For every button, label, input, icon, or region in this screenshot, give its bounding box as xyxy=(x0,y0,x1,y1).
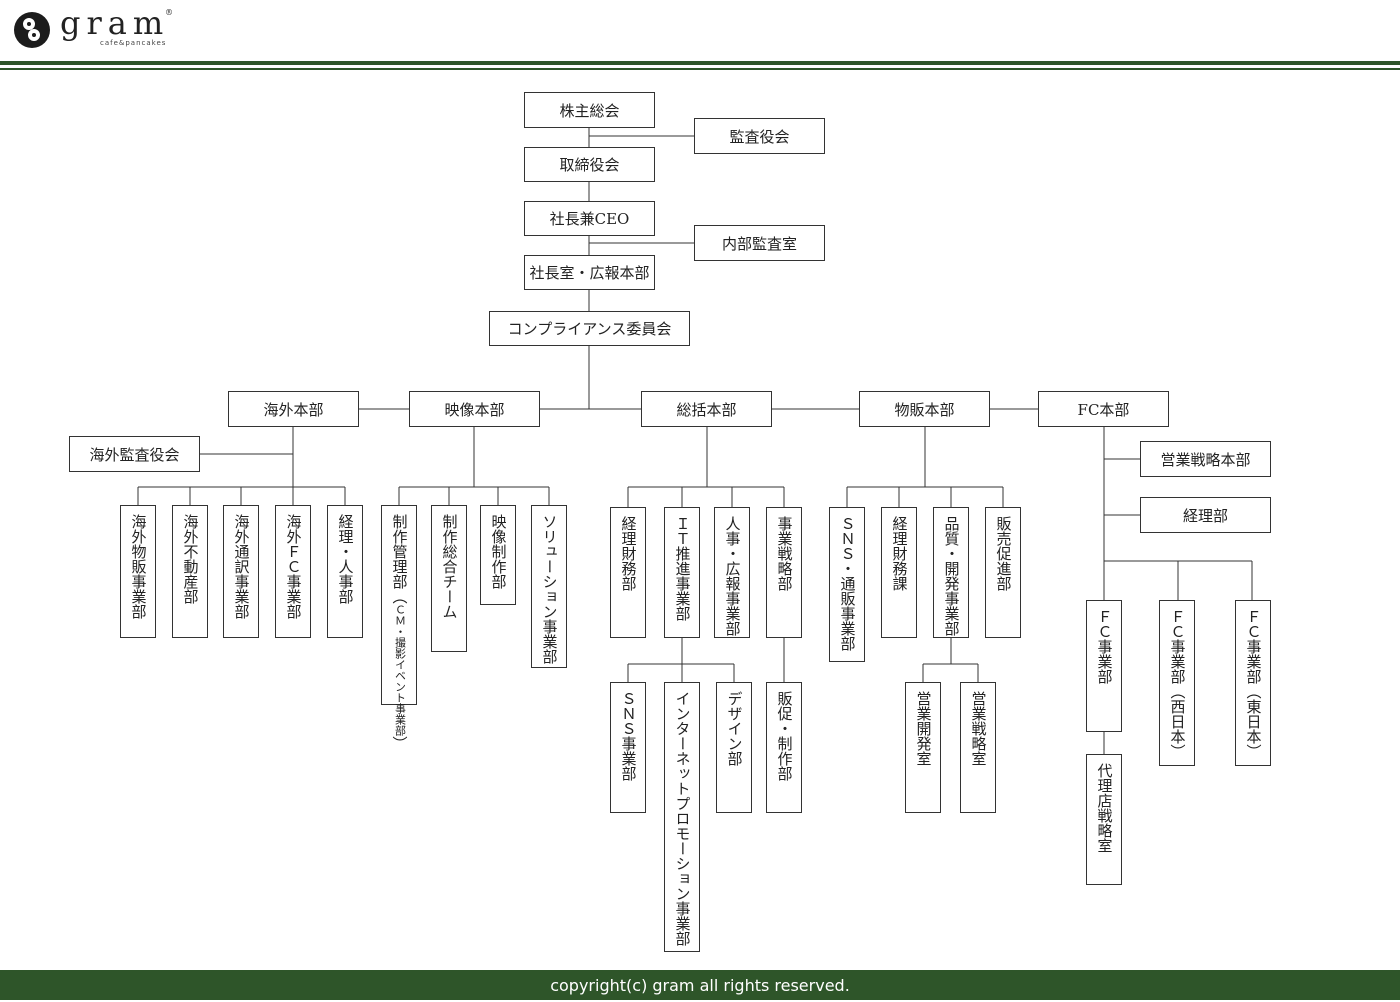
box-video-hq: 映像本部 xyxy=(409,391,540,427)
box-general-hq: 総括本部 xyxy=(641,391,772,427)
box-sales-development-room: 営業開発室 xyxy=(905,682,941,813)
box-ceo: 社長兼CEO xyxy=(524,201,655,236)
production-main-label: 制作管理部（ＣＭ・撮影イベント事業部） xyxy=(390,514,409,751)
box-sales-production: 販促・制作部 xyxy=(766,682,802,813)
box-business-strategy: 事業戦略部 xyxy=(766,507,802,638)
box-overseas-realestate: 海外不動産部 xyxy=(172,505,208,638)
logo-registered-mark: ® xyxy=(165,8,173,17)
box-fc-division: ＦＣ事業部 xyxy=(1086,600,1122,732)
logo-word: gram xyxy=(60,4,170,42)
box-overseas-interpretation: 海外通訳事業部 xyxy=(223,505,259,638)
box-overseas-audit: 海外監査役会 xyxy=(69,436,200,472)
header-rule-thick xyxy=(0,61,1400,65)
footer-copyright: copyright(c) gram all rights reserved. xyxy=(0,970,1400,1000)
box-overseas-fc: 海外ＦＣ事業部 xyxy=(275,505,311,638)
box-design: デザイン部 xyxy=(716,682,752,813)
header-rule-thin xyxy=(0,68,1400,70)
gram-logo[interactable]: gram ® cafe&pancakes xyxy=(14,4,174,54)
box-overseas-accounting-hr: 経理・人事部 xyxy=(327,505,363,638)
logo-tagline: cafe&pancakes xyxy=(100,39,167,47)
box-it-promotion: ＩＴ推進事業部 xyxy=(664,507,700,638)
box-president-office: 社長室・広報本部 xyxy=(524,255,655,290)
box-internet-promotion: インターネットプロモーション事業部 xyxy=(664,682,700,952)
box-fc-division-east: ＦＣ事業部（東日本） xyxy=(1235,600,1271,766)
box-sales-strategy-hq: 営業戦略本部 xyxy=(1140,441,1271,477)
box-fc-accounting: 経理部 xyxy=(1140,497,1271,533)
box-production-management: 制作管理部（ＣＭ・撮影イベント事業部） xyxy=(381,505,417,751)
box-internal-audit: 内部監査室 xyxy=(694,225,825,261)
box-video-production: 映像制作部 xyxy=(480,505,516,605)
box-finance: 経理財務部 xyxy=(610,507,646,638)
box-sns-ecommerce: ＳＮＳ・通販事業部 xyxy=(829,507,865,662)
box-merchandise-hq: 物販本部 xyxy=(859,391,990,427)
box-overseas-hq: 海外本部 xyxy=(228,391,359,427)
box-shareholders-meeting: 株主総会 xyxy=(524,92,655,128)
box-board-of-auditors: 監査役会 xyxy=(694,118,825,154)
box-fc-hq: FC本部 xyxy=(1038,391,1169,427)
box-sales-strategy-room: 営業戦略室 xyxy=(960,682,996,813)
box-quality-development: 品質・開発事業部 xyxy=(933,507,969,638)
box-compliance-committee: コンプライアンス委員会 xyxy=(489,311,690,346)
box-sns-division: ＳＮＳ事業部 xyxy=(610,682,646,813)
box-board-of-directors: 取締役会 xyxy=(524,147,655,182)
box-agency-strategy: 代理店戦略室 xyxy=(1086,754,1122,885)
box-fc-division-west: ＦＣ事業部（西日本） xyxy=(1159,600,1195,766)
box-sales-promotion: 販売促進部 xyxy=(985,507,1021,638)
box-production-team: 制作総合チーム xyxy=(431,505,467,652)
box-solution-division: ソリューション事業部 xyxy=(531,505,567,668)
box-finance-section: 経理財務課 xyxy=(881,507,917,638)
logo-mark-icon xyxy=(14,12,50,48)
box-overseas-merch: 海外物販事業部 xyxy=(120,505,156,638)
box-hr-pr: 人事・広報事業部 xyxy=(714,507,750,638)
